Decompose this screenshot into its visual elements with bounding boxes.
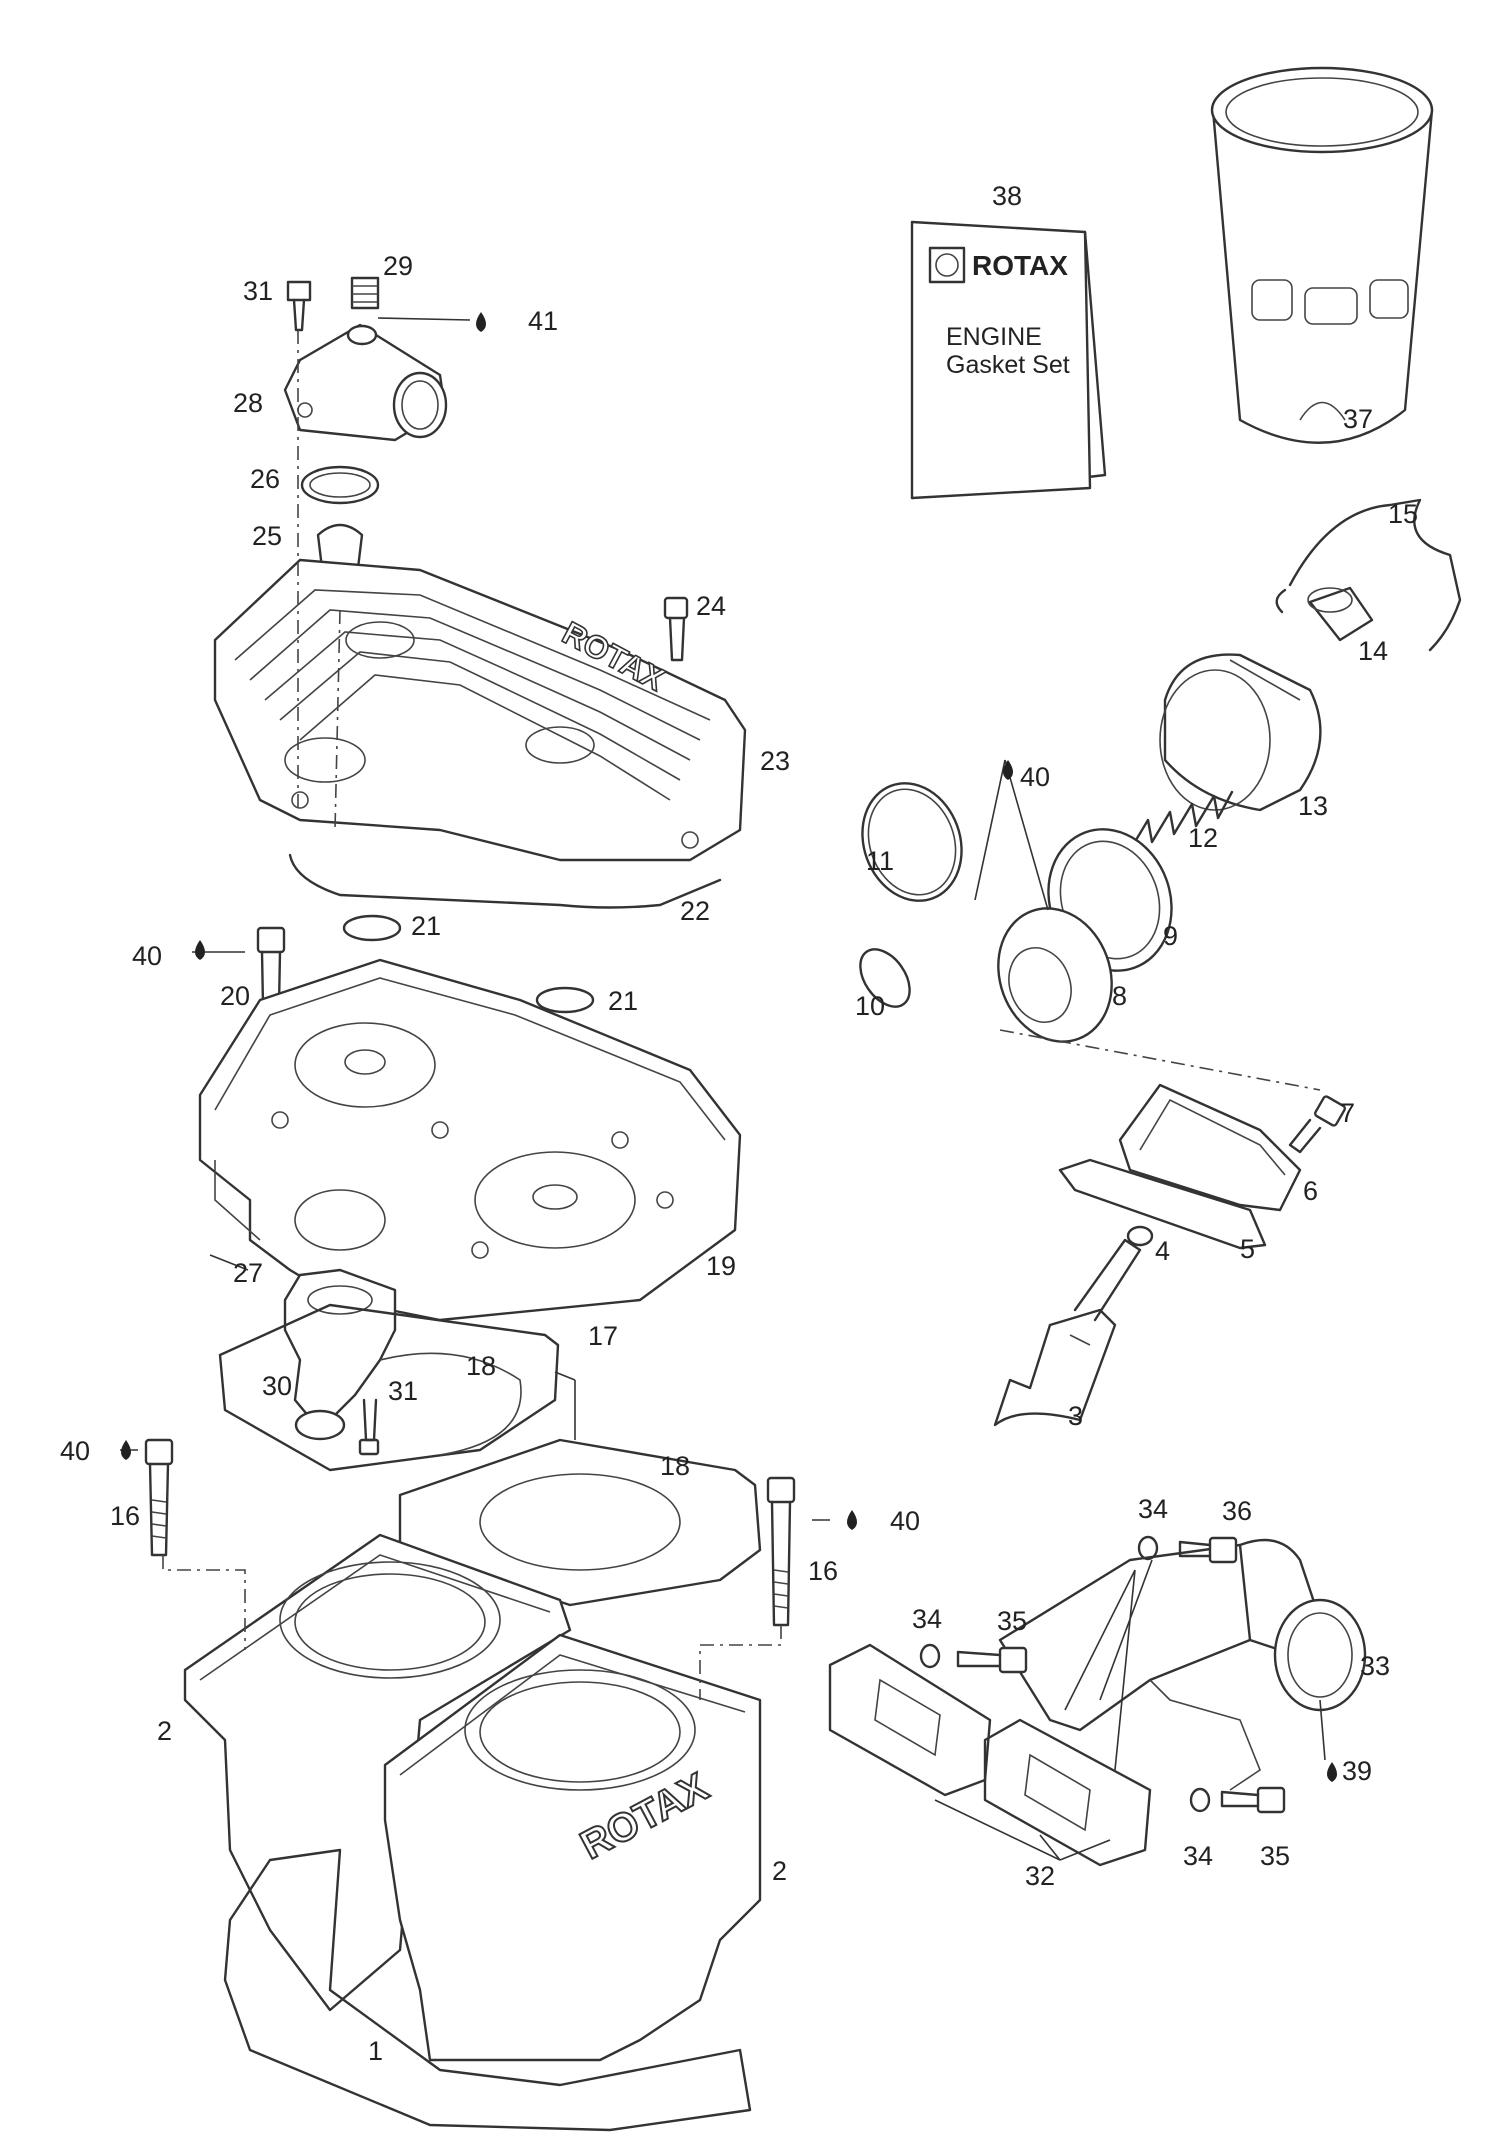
callout: 26: [250, 464, 280, 494]
callout: 14: [1358, 636, 1388, 666]
callout: 21: [608, 986, 638, 1016]
cylinder-head: [198, 958, 742, 1322]
callout: 16: [808, 1556, 838, 1586]
callout: 34: [912, 1604, 942, 1634]
plug-screw: [1307, 586, 1374, 642]
callout: 41: [528, 306, 558, 336]
o-ring-large: [861, 782, 963, 902]
callout: 16: [110, 1501, 140, 1531]
callout: 3: [1068, 1401, 1083, 1431]
callout: 31: [243, 276, 273, 306]
callout: 18: [660, 1451, 690, 1481]
drop-icon: [121, 1440, 131, 1460]
callout: 4: [1155, 1236, 1170, 1266]
valve-housing: [1118, 1083, 1302, 1212]
callout: 32: [1025, 1861, 1055, 1891]
valve-spring: [1128, 790, 1234, 852]
callout: 13: [1298, 791, 1328, 821]
callout: 29: [383, 251, 413, 281]
callout: 27: [233, 1258, 263, 1288]
valve-gasket: [1058, 1158, 1267, 1250]
head-cover-bolt: [663, 596, 689, 662]
callout: 30: [262, 1371, 292, 1401]
callout: 9: [1163, 921, 1178, 951]
exhaust-manifold: [998, 1538, 1367, 1791]
cylinder-left: [183, 1533, 572, 2012]
callout: 5: [1240, 1234, 1255, 1264]
callout: 38: [992, 181, 1022, 211]
callout: 35: [997, 1606, 1027, 1636]
exhaust-valve-blade: [993, 1238, 1142, 1427]
callout: 2: [772, 1856, 787, 1886]
callout: 18: [466, 1351, 496, 1381]
drop-icon: [195, 940, 205, 960]
valve-housing-screw: [1288, 1095, 1346, 1154]
callout: 40: [1020, 762, 1050, 792]
callout: 22: [680, 896, 710, 926]
booklet-brand: ROTAX: [972, 250, 1068, 281]
callout: 37: [1343, 404, 1373, 434]
manifold-bolt-top: [1178, 1536, 1238, 1564]
callout: 1: [368, 2036, 383, 2066]
callout: 6: [1303, 1176, 1318, 1206]
callout: 40: [60, 1436, 90, 1466]
head-cover-gasket: [288, 853, 722, 909]
cylinder-base-gasket: [223, 1848, 752, 2132]
callout: 40: [132, 941, 162, 971]
drop-icon: [1003, 760, 1013, 780]
booklet-line-1: ENGINE: [946, 323, 1042, 351]
manifold-bolt-bottom: [1220, 1786, 1286, 1814]
callout: 7: [1340, 1098, 1355, 1128]
callout: 10: [855, 991, 885, 1021]
drop-icon: [847, 1510, 857, 1530]
valve-o-ring: [1126, 1225, 1154, 1247]
o-rings: [342, 914, 595, 1014]
booklet-line-2: Gasket Set: [946, 351, 1070, 379]
callout: 33: [1360, 1651, 1390, 1681]
callout-labels: 38 31 29 41 28 26 25 24 23 22 21 21 40 2…: [60, 181, 1418, 2066]
o-ring-small: [859, 948, 911, 1008]
callout: 21: [411, 911, 441, 941]
lubricant-drop-icons: [121, 312, 1337, 1782]
rave-valve-cover: [1159, 653, 1322, 812]
cylinder-bolt-right: [766, 1476, 796, 1627]
drop-icon: [1327, 1762, 1337, 1782]
callout: 2: [157, 1716, 172, 1746]
assembly-leader-lines: [120, 317, 1326, 1861]
thermostat-housing: [283, 276, 448, 442]
callout: 8: [1112, 981, 1127, 1011]
callout: 40: [890, 1506, 920, 1536]
callout: 24: [696, 591, 726, 621]
callout: 34: [1138, 1494, 1168, 1524]
gasket-set-booklet: ROTAX ENGINE Gasket Set: [910, 220, 1107, 500]
callout: 28: [233, 388, 263, 418]
callout: 17: [588, 1321, 618, 1351]
drop-icon: [476, 312, 486, 332]
callout: 39: [1342, 1756, 1372, 1786]
callout: 36: [1222, 1496, 1252, 1526]
callout: 31: [388, 1376, 418, 1406]
callout: 25: [252, 521, 282, 551]
manifold-washers: [919, 1535, 1211, 1813]
callout: 12: [1188, 823, 1218, 853]
manifold-bolt-middle: [956, 1646, 1028, 1674]
callout: 19: [706, 1251, 736, 1281]
callout: 34: [1183, 1841, 1213, 1871]
manifold-gaskets: [828, 1643, 1152, 1867]
callout: 20: [220, 981, 250, 1011]
water-outlet: [283, 1268, 397, 1456]
callout: 15: [1388, 499, 1418, 529]
cylinder-right: ROTAX: [383, 1633, 762, 2062]
retaining-clip: [1275, 498, 1462, 652]
callout: 23: [760, 746, 790, 776]
cylinder-sleeve: [1210, 66, 1434, 444]
cylinder-bolt-left: [144, 1438, 174, 1557]
callout: 35: [1260, 1841, 1290, 1871]
callout: 11: [866, 846, 894, 876]
valve-piston: [997, 907, 1113, 1043]
